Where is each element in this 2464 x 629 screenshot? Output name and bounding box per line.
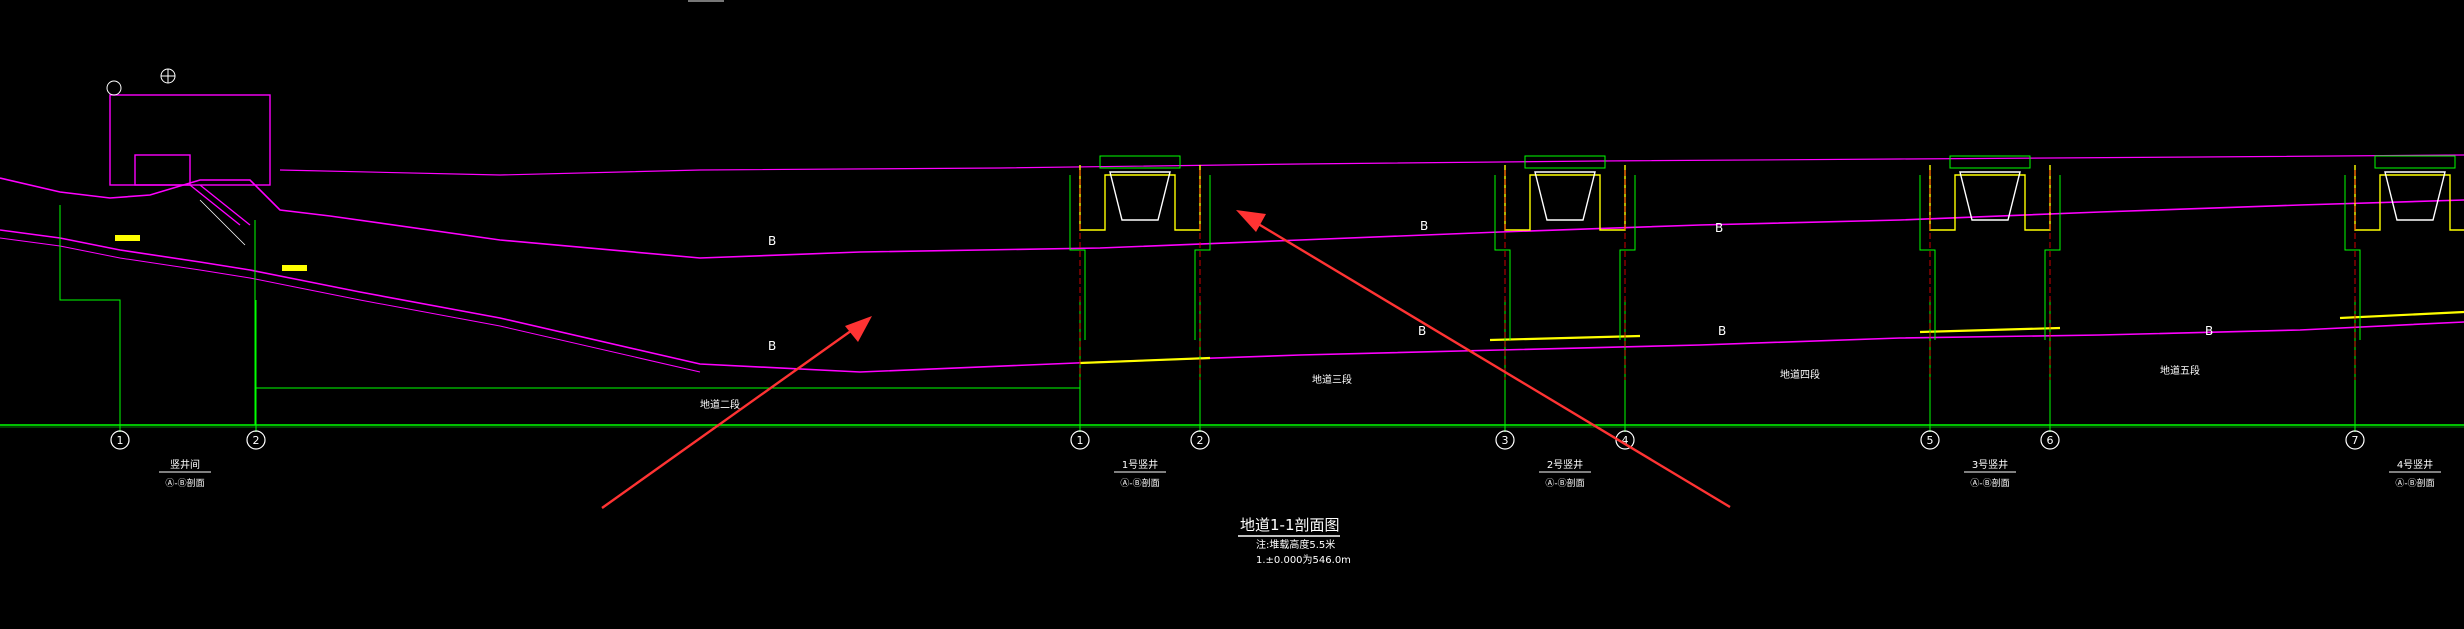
axis-bubble <box>1920 430 1940 450</box>
shaft-1 <box>1069 155 1211 340</box>
section-marks: B B B B B B B <box>768 219 2213 353</box>
north-symbol <box>106 80 122 96</box>
well-label-sub: Ⓐ-Ⓑ剖面 <box>1545 477 1584 489</box>
axis-bubble <box>1615 430 1635 450</box>
well-label-sub: Ⓐ-Ⓑ剖面 <box>2395 477 2434 489</box>
tunnel-bottom-inner <box>0 237 701 373</box>
top-tick-mark <box>688 0 724 2</box>
axis-bubble-label: 1 <box>1077 434 1084 447</box>
axis-bubble-label: 6 <box>2047 434 2054 447</box>
yellow-note-2 <box>282 265 307 271</box>
axis-bubble-label: 7 <box>2352 434 2359 447</box>
shaft-4 <box>2344 155 2464 340</box>
well-label-name: 竖井间 <box>170 458 200 471</box>
floor-strip-3 <box>1919 326 2061 334</box>
axis-bubble <box>2345 430 2365 450</box>
entrance-structure <box>109 94 271 246</box>
tunnel-bottom-surface <box>0 229 2464 373</box>
well-label-name: 1号竖井 <box>1122 458 1158 471</box>
well-label-sub: Ⓐ-Ⓑ剖面 <box>1120 477 1159 489</box>
axis-bubble <box>2040 430 2060 450</box>
segment-label-1: 地道二段 <box>700 398 740 411</box>
axis-bubble-label: 1 <box>117 434 124 447</box>
section-mark-5: B <box>1715 221 1723 235</box>
note-line-1: 注:堆载高度5.5米 <box>1256 538 1335 551</box>
axis-bubble-label: 2 <box>253 434 260 447</box>
shaft-2 <box>1494 155 1636 340</box>
segment-label-4: 地道五段 <box>2160 364 2200 377</box>
well-label-name: 3号竖井 <box>1972 458 2008 471</box>
axis-bubble <box>1070 430 1090 450</box>
section-mark-4: B <box>1418 324 1426 338</box>
axis-bubble-label: 3 <box>1502 434 1509 447</box>
arrow-1-head <box>845 316 872 342</box>
floor-strip-2 <box>1489 334 1641 342</box>
arrow-2-shaft <box>1254 220 1731 509</box>
well-label: 1号竖井 Ⓐ-Ⓑ剖面 <box>1114 458 1166 489</box>
section-mark-3: B <box>1420 219 1428 233</box>
well-label: 竖井间 Ⓐ-Ⓑ剖面 <box>159 458 211 489</box>
well-label-name: 2号竖井 <box>1547 458 1583 471</box>
yellow-note-1 <box>115 235 140 241</box>
well-label-name: 4号竖井 <box>2397 458 2433 471</box>
axis-bubble <box>1495 430 1515 450</box>
axis-bubble <box>246 430 266 450</box>
floor-strip-1 <box>1079 356 1211 365</box>
axis-bubble <box>110 430 130 450</box>
well-label: 3号竖井 Ⓐ-Ⓑ剖面 <box>1964 458 2016 489</box>
shaft-3 <box>1919 155 2061 340</box>
tunnel-top-surface <box>0 177 2464 259</box>
axis-bubble-label: 2 <box>1197 434 1204 447</box>
section-mark-7: B <box>2205 324 2213 338</box>
segment-label-2: 地道三段 <box>1312 373 1352 386</box>
tunnel-upper-line <box>279 154 2464 176</box>
arrow-1-shaft <box>601 327 856 509</box>
floor-strip-4 <box>2339 310 2464 320</box>
section-mark-6: B <box>1718 324 1726 338</box>
section-mark-2: B <box>768 339 776 353</box>
well-label: 2号竖井 Ⓐ-Ⓑ剖面 <box>1539 458 1591 489</box>
well-label-sub: Ⓐ-Ⓑ剖面 <box>165 477 204 489</box>
well-label: 4号竖井 Ⓐ-Ⓑ剖面 <box>2389 458 2441 489</box>
axis-bubble <box>1190 430 1210 450</box>
drawing-title: 地道1-1剖面图 <box>1240 516 1340 534</box>
section-mark-1: B <box>768 234 776 248</box>
annotation-arrows <box>601 210 1731 509</box>
well-label-sub: Ⓐ-Ⓑ剖面 <box>1970 477 2009 489</box>
segment-label-3: 地道四段 <box>1780 368 1820 381</box>
note-line-2: 1.±0.000为546.0m <box>1256 554 1351 566</box>
arrow-2-head <box>1236 210 1266 232</box>
axis-bubble-label: 4 <box>1622 434 1629 447</box>
axis-bubble-label: 5 <box>1927 434 1934 447</box>
